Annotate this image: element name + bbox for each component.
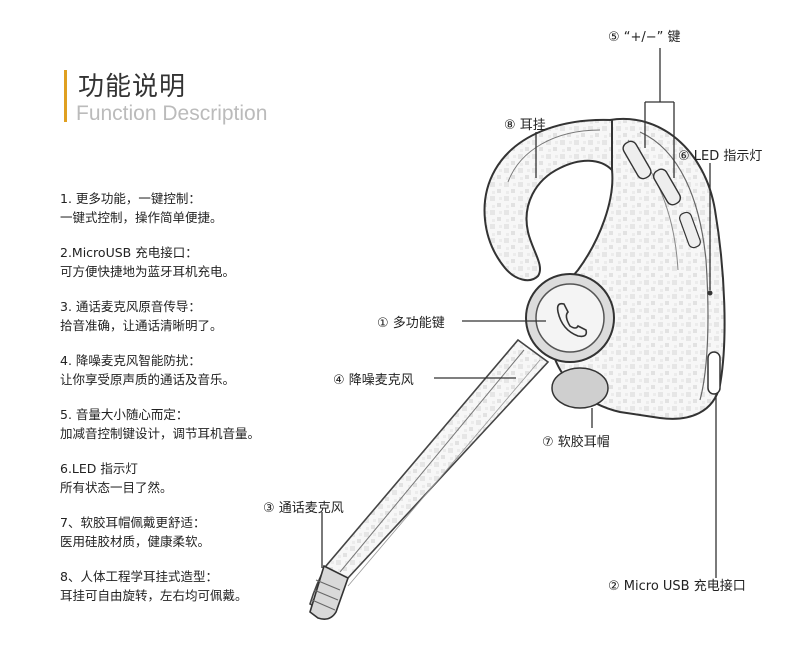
- callout-noise-microphone: ④ 降噪麦克风: [333, 373, 414, 388]
- callout-led: ⑥ LED 指示灯: [678, 149, 763, 164]
- feature-heading: 7、软胶耳帽佩戴更舒适：: [60, 515, 206, 530]
- feature-item-5: 5. 音量大小随心而定： 加减音控制键设计，调节耳机音量。: [60, 405, 300, 443]
- ear-cap: [551, 367, 609, 409]
- callout-ear-hook: ⑧ 耳挂: [504, 118, 546, 133]
- feature-description: 让你享受原声质的通话及音乐。: [60, 372, 236, 387]
- callout-usb-port: ② Micro USB 充电接口: [608, 579, 746, 594]
- callout-call-microphone: ③ 通话麦克风: [263, 501, 344, 516]
- feature-description: 耳挂可自由旋转，左右均可佩戴。: [60, 588, 248, 603]
- feature-heading: 4. 降噪麦克风智能防扰：: [60, 353, 201, 368]
- callout-multi-function-key: ① 多功能键: [377, 316, 445, 331]
- feature-item-6: 6.LED 指示灯 所有状态一目了然。: [60, 459, 300, 497]
- feature-item-7: 7、软胶耳帽佩戴更舒适： 医用硅胶材质，健康柔软。: [60, 513, 300, 551]
- feature-heading: 8、人体工程学耳挂式造型：: [60, 569, 218, 584]
- callout-ear-cap: ⑦ 软胶耳帽: [542, 435, 610, 450]
- multi-function-button: [525, 273, 615, 363]
- callout-volume-key: ⑤ “+/−” 键: [608, 30, 681, 45]
- led-indicator: [707, 290, 713, 296]
- phone-icon: [556, 302, 588, 338]
- page-subtitle: Function Description: [76, 102, 268, 125]
- title-accent-bar: [64, 70, 67, 122]
- feature-heading: 3. 通话麦克风原音传导：: [60, 299, 201, 314]
- usb-port: [707, 351, 721, 395]
- feature-description: 拾音准确，让通话清晰明了。: [60, 318, 223, 333]
- feature-heading: 1. 更多功能，一键控制：: [60, 191, 201, 206]
- volume-keys: [622, 140, 701, 249]
- feature-description: 可方便快捷地为蓝牙耳机充电。: [60, 264, 236, 279]
- feature-heading: 5. 音量大小随心而定：: [60, 407, 189, 422]
- callout-lines: [321, 48, 717, 578]
- call-microphone-tip: [309, 564, 349, 620]
- feature-description: 医用硅胶材质，健康柔软。: [60, 534, 211, 549]
- feature-item-3: 3. 通话麦克风原音传导： 拾音准确，让通话清晰明了。: [60, 297, 300, 335]
- feature-description: 所有状态一目了然。: [60, 480, 173, 495]
- feature-item-8: 8、人体工程学耳挂式造型： 耳挂可自由旋转，左右均可佩戴。: [60, 567, 300, 605]
- ear-hook: [483, 118, 613, 282]
- feature-item-2: 2.MicroUSB 充电接口： 可方便快捷地为蓝牙耳机充电。: [60, 243, 300, 281]
- page-title: 功能说明: [78, 72, 187, 102]
- feature-description: 一键式控制，操作简单便捷。: [60, 210, 223, 225]
- feature-description: 加减音控制键设计，调节耳机音量。: [60, 426, 261, 441]
- feature-heading: 2.MicroUSB 充电接口：: [60, 245, 198, 260]
- feature-item-4: 4. 降噪麦克风智能防扰： 让你享受原声质的通话及音乐。: [60, 351, 300, 389]
- feature-heading: 6.LED 指示灯: [60, 461, 138, 476]
- feature-item-1: 1. 更多功能，一键控制： 一键式控制，操作简单便捷。: [60, 189, 300, 227]
